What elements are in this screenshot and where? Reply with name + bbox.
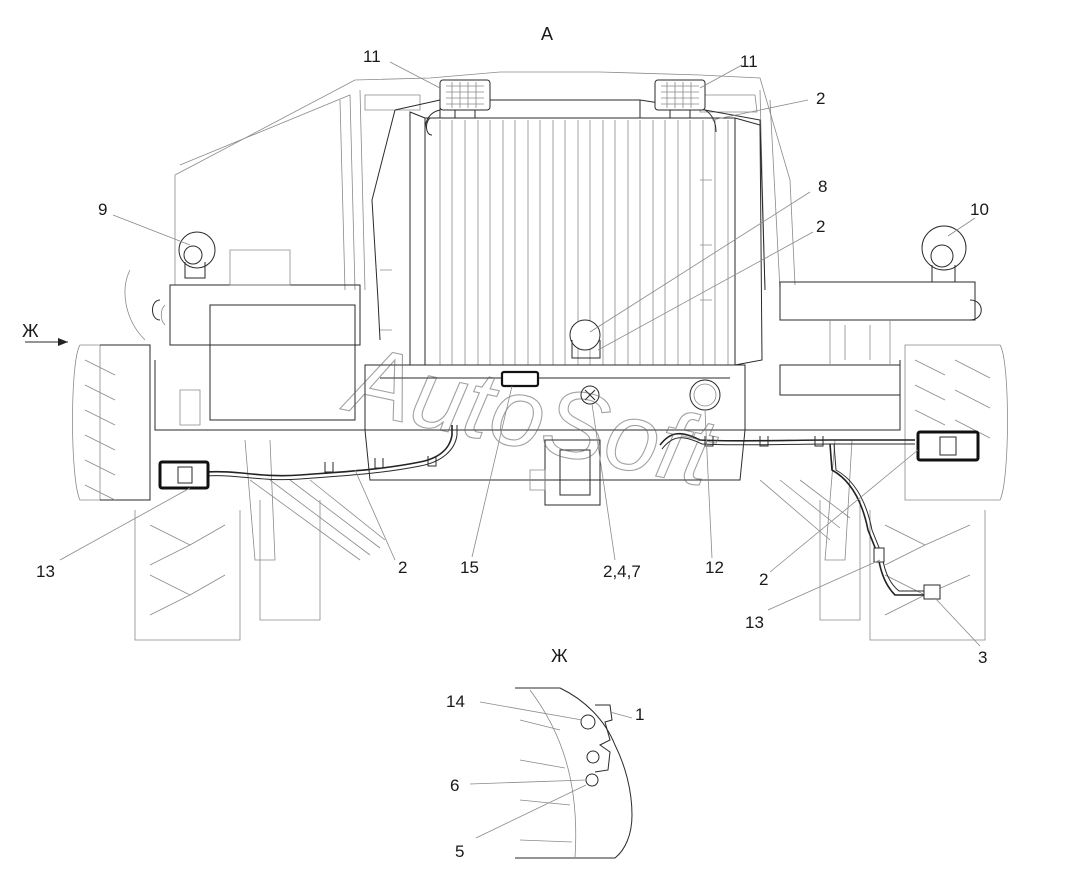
left-wheel bbox=[72, 344, 321, 641]
callout-5: 5 bbox=[455, 842, 464, 861]
direction-marker bbox=[25, 338, 68, 346]
work-light-right bbox=[654, 79, 717, 133]
lower-assembly bbox=[244, 439, 853, 561]
cab-outline bbox=[174, 71, 796, 291]
callout-12: 12 bbox=[705, 558, 724, 577]
license-lamp bbox=[500, 370, 540, 388]
rear-lamp-right bbox=[916, 430, 980, 462]
callout-8: 8 bbox=[818, 177, 827, 196]
callout-2-top: 2 bbox=[816, 89, 825, 108]
callout-10: 10 bbox=[970, 200, 989, 219]
callout-14: 14 bbox=[446, 692, 465, 711]
callout-3: 3 bbox=[978, 648, 987, 667]
view-label-detail: Ж bbox=[551, 646, 568, 666]
beacon-right bbox=[921, 225, 967, 283]
detail-view-zh bbox=[469, 687, 633, 859]
view-label-main: А bbox=[541, 24, 553, 44]
beacon-left bbox=[178, 231, 216, 279]
callout-1: 1 bbox=[635, 705, 644, 724]
callout-2-right: 2 bbox=[759, 570, 768, 589]
callout-11-right: 11 bbox=[740, 52, 758, 71]
wiring-harness bbox=[204, 117, 941, 600]
rear-lamp-left bbox=[158, 460, 210, 490]
radiator-hood bbox=[371, 99, 766, 366]
callout-13-left: 13 bbox=[36, 562, 55, 581]
center-connector bbox=[529, 385, 601, 506]
work-light-left bbox=[424, 79, 491, 131]
callout-2-upper: 2 bbox=[816, 217, 825, 236]
direction-marker-label: Ж bbox=[22, 321, 39, 341]
callout-11-left: 11 bbox=[363, 47, 381, 66]
callout-6: 6 bbox=[450, 776, 459, 795]
callout-2-4-7: 2,4,7 bbox=[603, 562, 641, 581]
callout-9: 9 bbox=[98, 200, 107, 219]
callout-15: 15 bbox=[460, 558, 479, 577]
front-frame bbox=[124, 249, 982, 481]
right-wheel bbox=[819, 344, 1008, 641]
leader-lines bbox=[59, 61, 981, 647]
callout-2-lower: 2 bbox=[398, 558, 407, 577]
callout-13-right: 13 bbox=[745, 613, 764, 632]
center-lamp bbox=[569, 319, 601, 359]
